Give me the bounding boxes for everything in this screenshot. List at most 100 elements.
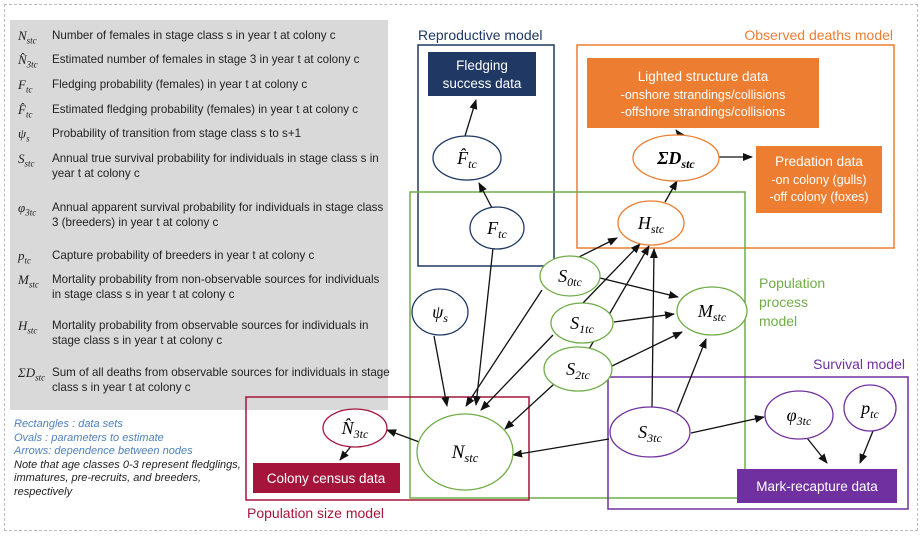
oval-h-stc: Hstc [617, 200, 685, 246]
oval-s-3tc: S3tc [609, 406, 691, 458]
predation-data-line-1: Predation data [775, 154, 863, 169]
arrow-s1-to-h [581, 243, 641, 305]
svg-text:Ftc: Ftc [486, 218, 507, 241]
reproductive-model-frame [417, 44, 555, 267]
legend-symbol: Hstc [18, 318, 38, 336]
oval-s-1tc: S1tc [550, 302, 614, 344]
oval-s-2tc: S2tc [543, 346, 613, 392]
arrow-f-to-n [472, 247, 494, 406]
legend-text: Number of females in stage class s in ye… [52, 29, 336, 42]
svg-text:S2tc: S2tc [566, 359, 590, 382]
fledging-data-line-1: Fledging [456, 58, 508, 73]
legend-text: Sum of all deaths from observable source… [52, 366, 390, 394]
legend-symbol: ptc [18, 248, 31, 266]
legend-text: Estimated number of females in stage 3 i… [52, 53, 360, 66]
legend-symbol: F̂tc [18, 102, 33, 120]
key-rectangles: Rectangles : data sets [14, 418, 123, 430]
observed-deaths-model-title: Observed deaths model [744, 27, 893, 43]
arrow-s0-to-m [599, 277, 679, 299]
key-arrows: Arrows: dependence between nodes [14, 445, 193, 458]
legend-symbol: N̂3tc [18, 52, 38, 70]
legend-text: Annual true survival probability for ind… [52, 152, 379, 180]
fledging-data-line-2: success data [443, 76, 522, 91]
oval-sum-d-stc: ΣDstc [632, 134, 720, 182]
svg-text:φ3tc: φ3tc [787, 405, 812, 428]
figure-frame [4, 4, 918, 531]
legend-text: Capture probability of breeders in year … [52, 249, 315, 262]
lighted-data-line-3: -offshore strandings/collisions [621, 105, 785, 119]
oval-s-0tc: S0tc [539, 255, 601, 297]
colony-census-data-box [253, 463, 400, 493]
arrow-p-to-mark-recapture [859, 430, 874, 464]
survival-model-title: Survival model [813, 356, 905, 372]
survival-model-frame [607, 376, 909, 510]
oval-n-stc: Nstc [416, 413, 514, 491]
arrow-s2-to-n [504, 383, 555, 430]
lighted-data-line-2: -onshore strandings/collisions [621, 88, 786, 102]
arrow-s1-to-m [613, 311, 675, 323]
arrow-s3-to-phi [690, 415, 765, 434]
svg-text:Mstc: Mstc [697, 301, 727, 324]
population-process-title-line-2: process [759, 294, 808, 310]
arrow-fhat-to-fledging-data [464, 99, 478, 137]
reproductive-model-title: Reproductive model [418, 27, 543, 43]
mark-recapture-data-box [737, 469, 897, 503]
legend-symbol: φ3tc [18, 200, 37, 218]
svg-text:S3tc: S3tc [638, 422, 662, 445]
legend-text: Estimated fledging probability (females)… [52, 103, 359, 116]
legend-symbol: Sstc [18, 151, 35, 169]
oval-m-stc: Mstc [676, 286, 748, 336]
population-size-model-frame [245, 396, 530, 501]
svg-text:Nstc: Nstc [451, 442, 479, 465]
legend-symbol: ψs [18, 126, 30, 144]
key-ovals: Ovals : parameters to estimate [14, 431, 164, 444]
svg-text:F̂tc: F̂tc [456, 148, 477, 171]
svg-text:Hstc: Hstc [637, 213, 665, 236]
predation-data-line-3: -off colony (foxes) [769, 190, 868, 204]
key-note: Note that age classes 0-3 represent fled… [14, 458, 241, 498]
lighted-data-line-1: Lighted structure data [638, 69, 769, 84]
legend-text: Mortality probability from observable so… [52, 319, 369, 347]
legend-panel: Nstc Number of females in stage class s … [10, 20, 390, 410]
oval-p-tc: ptc [843, 384, 897, 432]
arrow-h-to-d [664, 180, 678, 203]
svg-text:ptc: ptc [859, 398, 879, 421]
colony-census-data-label: Colony census data [267, 471, 386, 486]
oval-f-hat-tc: F̂tc [432, 135, 502, 181]
diagram-key: Rectangles : data sets Ovals : parameter… [14, 418, 249, 500]
svg-text:S1tc: S1tc [570, 313, 594, 336]
legend-symbol: Nstc [18, 28, 37, 46]
arrow-f-to-fhat [478, 182, 493, 209]
population-process-title-line-1: Population [759, 275, 825, 291]
svg-text:ΣDstc: ΣDstc [656, 148, 695, 171]
population-process-title-line-3: model [759, 313, 797, 329]
legend-symbol: Mstc [18, 272, 39, 290]
predation-data-line-2: -on colony (gulls) [771, 173, 866, 187]
oval-n-hat-3tc: N̂3tc [322, 408, 388, 448]
svg-text:N̂3tc: N̂3tc [341, 418, 369, 441]
legend-text: Mortality probability from non-observabl… [52, 273, 380, 301]
population-size-model-title: Population size model [247, 505, 384, 521]
lighted-structure-data-box [587, 58, 819, 128]
mark-recapture-data-label: Mark-recapture data [756, 479, 878, 494]
arrow-nhat-to-census-data [339, 444, 353, 461]
legend-symbol: Ftc [18, 77, 33, 95]
arrow-s1-to-n [480, 334, 554, 411]
population-process-model-frame [409, 191, 746, 499]
arrow-s3-to-n [512, 438, 610, 458]
legend-text: Fledging probability (females) in year t… [52, 78, 308, 91]
observed-deaths-model-frame [576, 44, 895, 249]
oval-phi-3tc: φ3tc [764, 390, 834, 440]
oval-f-tc: Ftc [469, 206, 525, 250]
arrow-s2-to-m [611, 331, 683, 367]
arrow-psi-to-n [433, 335, 450, 407]
svg-text:ψs: ψs [432, 302, 448, 325]
predation-data-box [756, 146, 882, 213]
fledging-success-data-box [428, 52, 536, 96]
svg-text:S0tc: S0tc [558, 266, 582, 289]
oval-psi-s: ψs [411, 288, 469, 336]
legend-text: Annual apparent survival probability for… [52, 201, 384, 229]
arrow-s3-to-h [649, 248, 658, 409]
legend-text: Probability of transition from stage cla… [52, 127, 302, 140]
